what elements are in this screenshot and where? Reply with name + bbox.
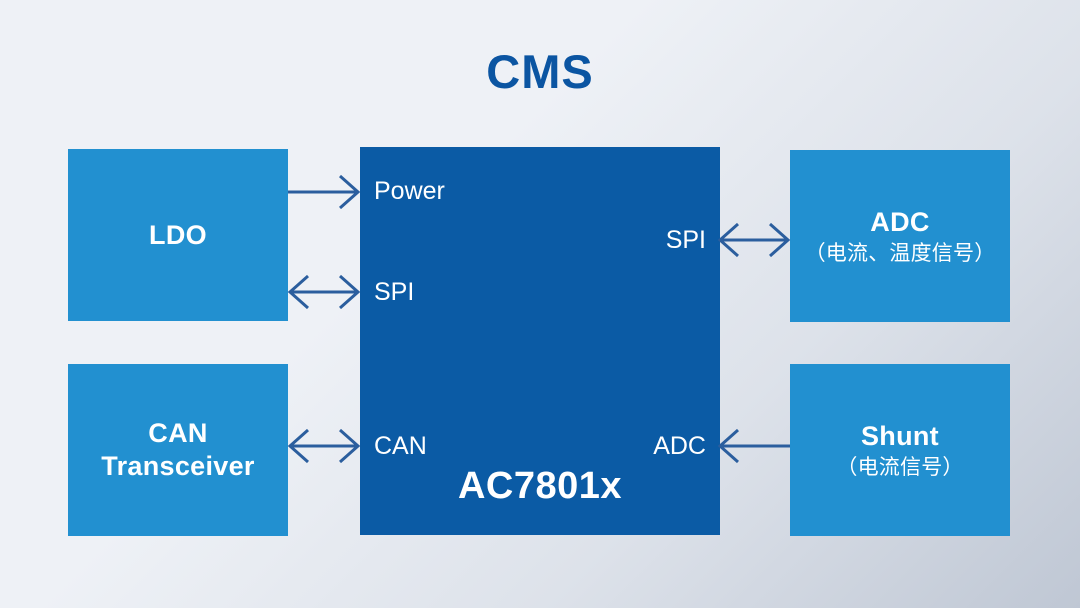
connector-spi-to-adc [717,222,791,258]
block-shunt-title: Shunt [861,420,939,451]
block-shunt-subtitle: （电流信号） [836,455,964,479]
mcu-pin-power: Power [374,177,445,205]
page-title: CMS [486,45,594,98]
mcu-part-name: AC7801x [457,465,623,507]
block-ldo[interactable]: LDO [68,149,288,321]
block-adc-title: ADC [870,206,930,237]
connector-ldo-to-power [288,174,361,210]
mcu-pin-adc-right: ADC [653,432,706,460]
block-can-transceiver-subtitle: Transceiver [101,451,255,481]
block-mcu-ac7801x[interactable]: Power SPI CAN SPI ADC AC7801x [360,147,720,535]
block-adc[interactable]: ADC （电流、温度信号） [790,150,1010,322]
connector-shunt-to-adc [717,428,790,464]
block-shunt[interactable]: Shunt （电流信号） [790,364,1010,536]
block-can-transceiver[interactable]: CAN Transceiver [68,364,288,536]
block-adc-subtitle: （电流、温度信号） [804,241,996,265]
mcu-pin-spi-right: SPI [665,226,706,254]
connector-can-transceiver-to-can [287,428,361,464]
mcu-pin-spi-left: SPI [374,278,415,306]
mcu-pin-can: CAN [374,432,427,460]
block-can-transceiver-title: CAN [148,418,208,449]
block-ldo-title: LDO [149,219,207,250]
connector-ldo-to-spi [287,274,361,310]
